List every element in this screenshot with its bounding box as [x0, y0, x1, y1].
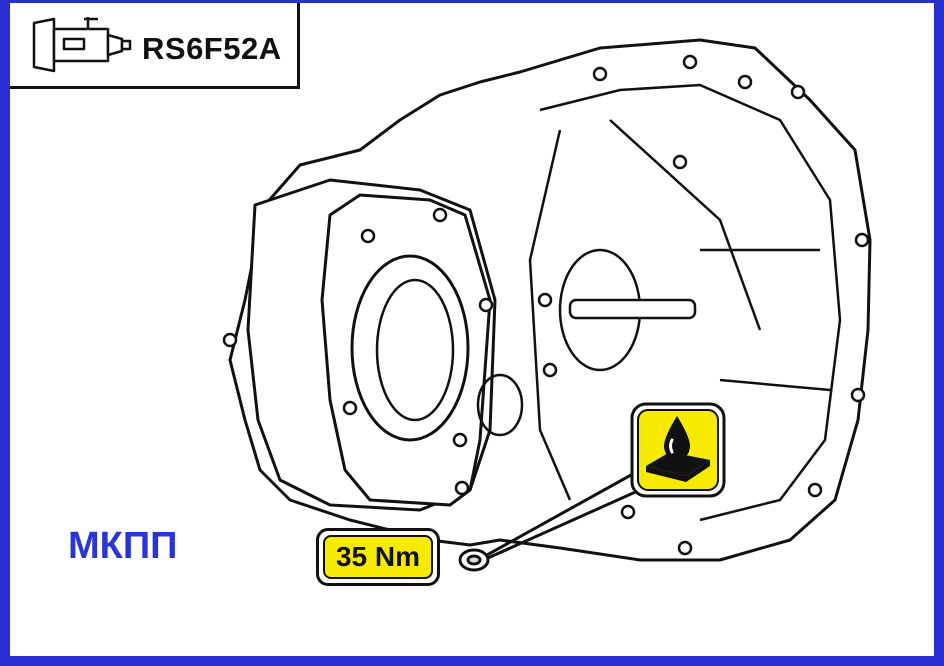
- bolt-hole: [542, 362, 558, 378]
- boss: [476, 373, 524, 437]
- oil-drop-icon: [630, 402, 726, 498]
- rib-2: [609, 119, 762, 331]
- bolt-hole: [620, 504, 636, 520]
- bolt-hole: [672, 154, 688, 170]
- bolt-hole: [452, 432, 468, 448]
- leader-line-upper: [477, 468, 641, 562]
- bolt-hole: [592, 66, 608, 82]
- transmission-type-label: МКПП: [68, 525, 178, 567]
- rib-1: [528, 129, 572, 501]
- bolt-hole: [677, 540, 693, 556]
- bolt-hole: [360, 228, 376, 244]
- bolt-hole: [222, 332, 238, 348]
- leader-line-lower: [469, 488, 641, 568]
- bolt-hole: [342, 400, 358, 416]
- bolt-hole: [807, 482, 823, 498]
- bolt-hole: [850, 387, 866, 403]
- shaft: [568, 298, 697, 320]
- bolt-hole: [854, 232, 870, 248]
- torque-value: 35 Nm: [323, 535, 433, 579]
- header-box: RS6F52A: [10, 3, 300, 89]
- bolt-hole: [682, 54, 698, 70]
- bearing-bore-inner: [375, 278, 455, 422]
- bolt-hole: [432, 207, 448, 223]
- drain-plug-center: [466, 554, 482, 566]
- model-title: RS6F52A: [142, 31, 282, 66]
- bolt-hole: [478, 297, 494, 313]
- rib-4: [719, 378, 831, 392]
- bolt-hole: [537, 292, 553, 308]
- bolt-hole: [737, 74, 753, 90]
- inner-wall: [539, 83, 842, 522]
- bolt-hole: [454, 480, 470, 496]
- bolt-hole: [790, 84, 806, 100]
- torque-badge: 35 Nm: [316, 528, 440, 586]
- gearbox-icon: [32, 17, 132, 73]
